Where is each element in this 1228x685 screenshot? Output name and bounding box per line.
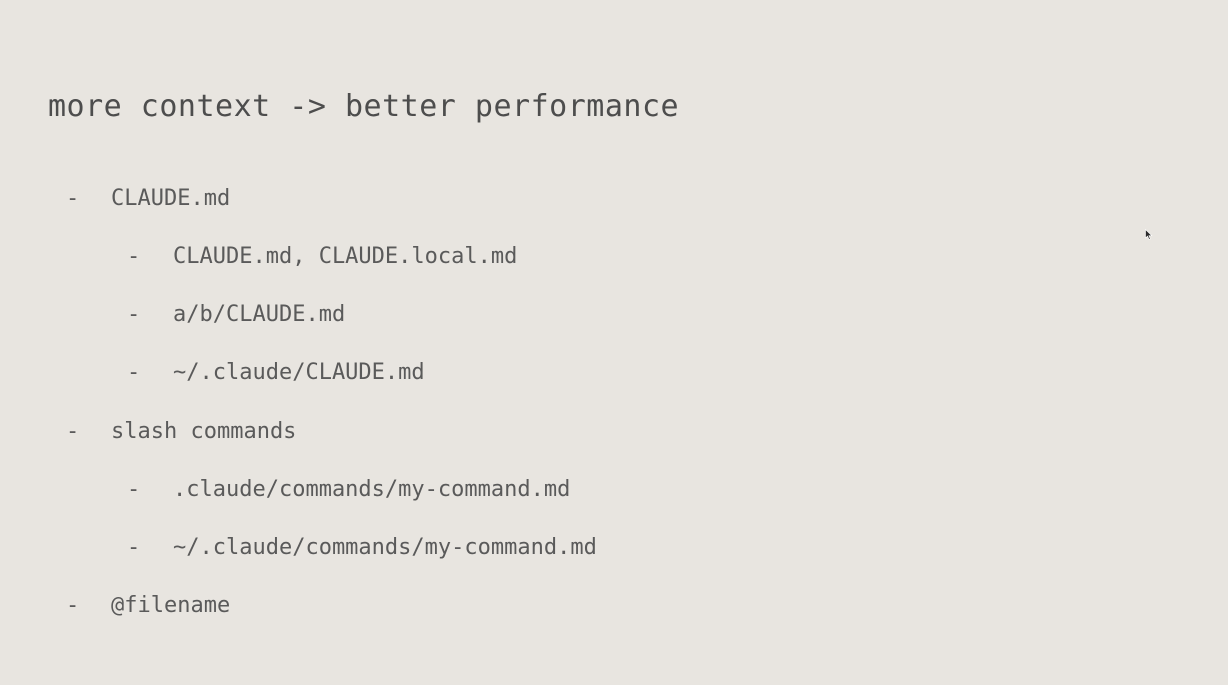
bullet-text: ~/.claude/CLAUDE.md bbox=[173, 360, 425, 385]
mouse-pointer-icon bbox=[1145, 229, 1153, 240]
slide-title: more context -> better performance bbox=[48, 89, 680, 124]
bullet-text: ~/.claude/commands/my-command.md bbox=[173, 535, 597, 560]
bullet-text: CLAUDE.md bbox=[111, 186, 231, 211]
bullet-text: @filename bbox=[111, 593, 231, 618]
bullet-dash: - bbox=[127, 360, 141, 385]
bullet-dash: - bbox=[66, 593, 80, 618]
bullet-text: a/b/CLAUDE.md bbox=[173, 302, 346, 327]
bullet-dash: - bbox=[66, 419, 80, 444]
bullet-dash: - bbox=[127, 477, 141, 502]
bullet-dash: - bbox=[127, 535, 141, 560]
bullet-dash: - bbox=[66, 186, 80, 211]
bullet-dash: - bbox=[127, 244, 141, 269]
bullet-text: slash commands bbox=[111, 419, 297, 444]
bullet-dash: - bbox=[127, 302, 141, 327]
bullet-text: CLAUDE.md, CLAUDE.local.md bbox=[173, 244, 518, 269]
bullet-text: .claude/commands/my-command.md bbox=[173, 477, 571, 502]
